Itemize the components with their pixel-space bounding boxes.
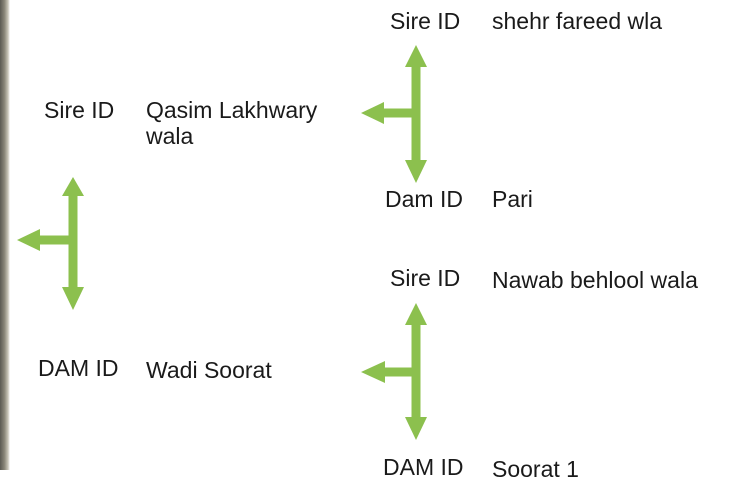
- dam-parents-sire-label: Sire ID: [390, 265, 461, 291]
- root-dam-label: DAM ID: [38, 355, 119, 381]
- dam-parents-dam-name: Soorat 1: [492, 456, 579, 482]
- dam-parents-dam-label: DAM ID: [383, 454, 464, 480]
- connector-sire-parents: [361, 45, 427, 183]
- sire-parents-sire-name: shehr fareed wla: [492, 8, 663, 34]
- sire-parents-dam-name: Pari: [492, 186, 533, 212]
- root-sire-name: Qasim Lakhwary wala: [146, 97, 318, 149]
- sire-parents-dam-label: Dam ID: [385, 186, 463, 212]
- connector-root: [17, 177, 84, 310]
- root-dam-name: Wadi Soorat: [146, 357, 272, 383]
- dam-parents-sire-name: Nawab behlool wala: [492, 267, 698, 293]
- photo-edge: [0, 0, 10, 470]
- root-sire-label: Sire ID: [44, 97, 115, 123]
- sire-parents-sire-label: Sire ID: [390, 8, 461, 34]
- connector-dam-parents: [361, 303, 427, 440]
